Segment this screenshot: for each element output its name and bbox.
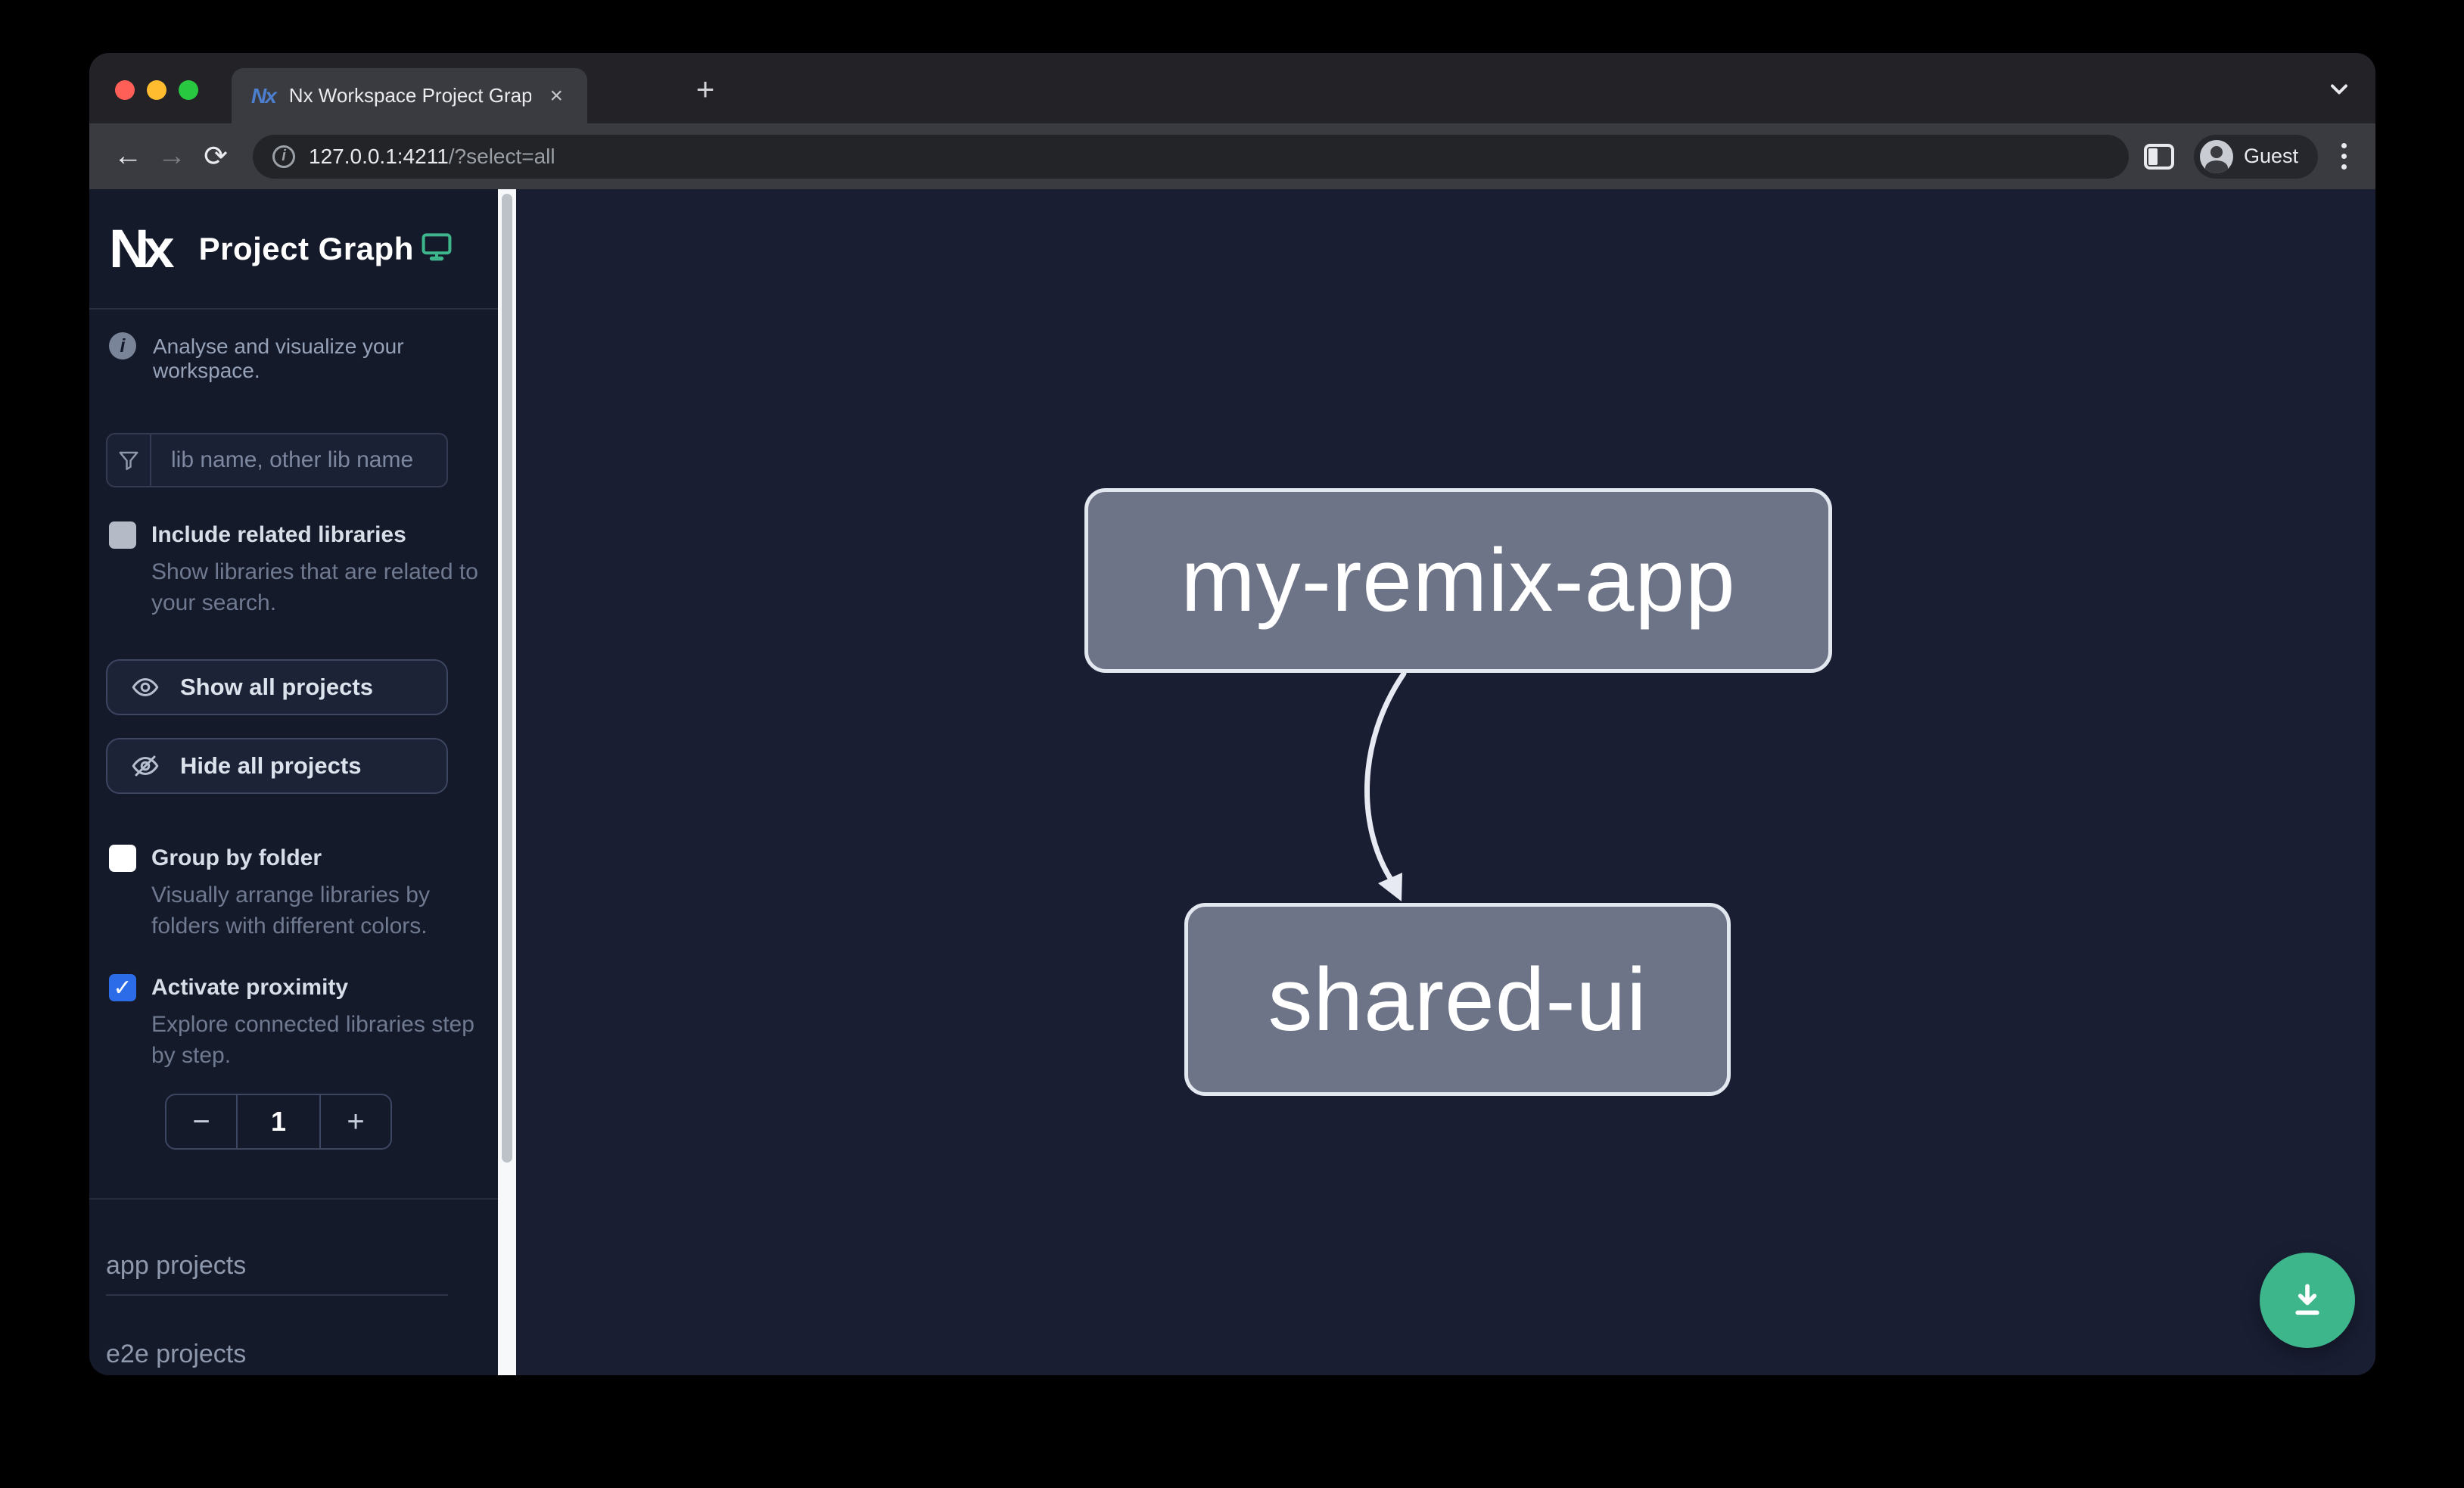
section-e2e-projects[interactable]: e2e projects bbox=[106, 1340, 448, 1375]
include-related-libraries-checkbox[interactable] bbox=[109, 521, 136, 549]
scrollbar-thumb[interactable] bbox=[502, 194, 512, 1163]
tab-strip: Nx Nx Workspace Project Graph × + bbox=[89, 53, 2375, 123]
reload-icon[interactable]: ⟳ bbox=[204, 141, 228, 173]
hide-all-projects-button[interactable]: Hide all projects bbox=[106, 738, 448, 794]
browser-menu-icon[interactable] bbox=[2329, 135, 2359, 179]
url-host: 127.0.0.1:4211 bbox=[309, 144, 449, 168]
address-bar[interactable]: i 127.0.0.1:4211/?select=all bbox=[253, 134, 2129, 179]
browser-toolbar: ← → ⟳ i 127.0.0.1:4211/?select=all Guest bbox=[89, 123, 2375, 189]
new-tab-button[interactable]: + bbox=[695, 71, 715, 107]
group-by-folder-row: Group by folder Visually arrange librari… bbox=[109, 842, 478, 942]
back-icon[interactable]: ← bbox=[114, 140, 142, 172]
url-path: /?select=all bbox=[448, 144, 555, 168]
group-by-folder-description: Visually arrange libraries by folders wi… bbox=[151, 883, 430, 939]
download-icon bbox=[2295, 1284, 2319, 1315]
group-by-folder-checkbox[interactable] bbox=[109, 845, 136, 872]
graph-node-shared-ui[interactable]: shared-ui bbox=[1184, 903, 1731, 1096]
forward-icon[interactable]: → bbox=[157, 140, 186, 172]
nx-logo: Nx bbox=[109, 218, 175, 279]
monitor-icon[interactable] bbox=[419, 230, 454, 267]
minimize-window-button[interactable] bbox=[147, 80, 166, 100]
show-all-projects-button[interactable]: Show all projects bbox=[106, 659, 448, 715]
close-window-button[interactable] bbox=[115, 80, 135, 100]
eye-icon bbox=[132, 678, 159, 696]
edge-my-remix-app-to-shared-ui bbox=[1364, 671, 1407, 901]
window-controls bbox=[115, 80, 198, 100]
nx-favicon-icon: Nx bbox=[251, 83, 277, 107]
stepper-decrement-button[interactable]: − bbox=[192, 1104, 210, 1138]
filter-funnel-icon bbox=[107, 434, 151, 486]
sidebar-divider bbox=[89, 1198, 498, 1200]
workspace-tagline-row: i Analyse and visualize your workspace. bbox=[109, 332, 478, 383]
section-app-projects[interactable]: app projects bbox=[106, 1251, 448, 1296]
sidebar-header: Nx Project Graph bbox=[89, 189, 498, 310]
activate-proximity-checkbox[interactable] bbox=[109, 974, 136, 1001]
profile-label: Guest bbox=[2243, 145, 2298, 167]
graph-node-my-remix-app[interactable]: my-remix-app bbox=[1084, 488, 1832, 673]
browser-window: Nx Nx Workspace Project Graph × + ← → ⟳ … bbox=[89, 53, 2375, 1375]
include-related-libraries-description: Show libraries that are related to your … bbox=[151, 559, 478, 615]
project-visibility-buttons: Show all projects Hide all projects bbox=[106, 659, 448, 794]
info-icon: i bbox=[109, 332, 136, 360]
url-text: 127.0.0.1:4211/?select=all bbox=[309, 145, 555, 169]
workspace-tagline: Analyse and visualize your workspace. bbox=[153, 335, 404, 382]
include-related-libraries-label[interactable]: Include related libraries bbox=[151, 522, 406, 547]
stepper-value: 1 bbox=[236, 1095, 321, 1148]
download-graph-button[interactable] bbox=[2260, 1253, 2355, 1348]
proximity-stepper: − 1 + bbox=[165, 1094, 392, 1150]
avatar bbox=[2199, 139, 2233, 173]
site-info-icon[interactable]: i bbox=[272, 145, 295, 168]
close-tab-icon[interactable]: × bbox=[549, 82, 563, 108]
activate-proximity-row: Activate proximity Explore connected lib… bbox=[109, 972, 478, 1071]
group-by-folder-label[interactable]: Group by folder bbox=[151, 845, 322, 870]
sidebar: Nx Project Graph i Analyse and visualize… bbox=[89, 189, 498, 1375]
stepper-increment-button[interactable]: + bbox=[347, 1104, 365, 1138]
side-panel-icon[interactable] bbox=[2143, 143, 2174, 170]
page-content: Nx Project Graph i Analyse and visualize… bbox=[89, 189, 2375, 1375]
page-title: Project Graph bbox=[198, 230, 414, 266]
include-related-libraries-row: Include related libraries Show libraries… bbox=[109, 519, 478, 618]
activate-proximity-label[interactable]: Activate proximity bbox=[151, 975, 349, 1000]
eye-off-icon bbox=[132, 755, 159, 777]
profile-button[interactable]: Guest bbox=[2193, 134, 2318, 179]
tab-nx-workspace-project-graph[interactable]: Nx Nx Workspace Project Graph × bbox=[232, 68, 587, 123]
show-all-projects-label: Show all projects bbox=[180, 674, 373, 700]
tab-title: Nx Workspace Project Graph bbox=[288, 84, 532, 107]
activate-proximity-description: Explore connected libraries step by step… bbox=[151, 1012, 474, 1068]
filter-box bbox=[106, 433, 448, 487]
sidebar-scrollbar[interactable] bbox=[498, 189, 516, 1375]
graph-canvas[interactable]: my-remix-app shared-ui bbox=[516, 189, 2375, 1375]
zoom-window-button[interactable] bbox=[179, 80, 198, 100]
chevron-down-icon[interactable] bbox=[2326, 76, 2353, 103]
hide-all-projects-label: Hide all projects bbox=[180, 752, 362, 779]
filter-input[interactable] bbox=[151, 447, 446, 473]
